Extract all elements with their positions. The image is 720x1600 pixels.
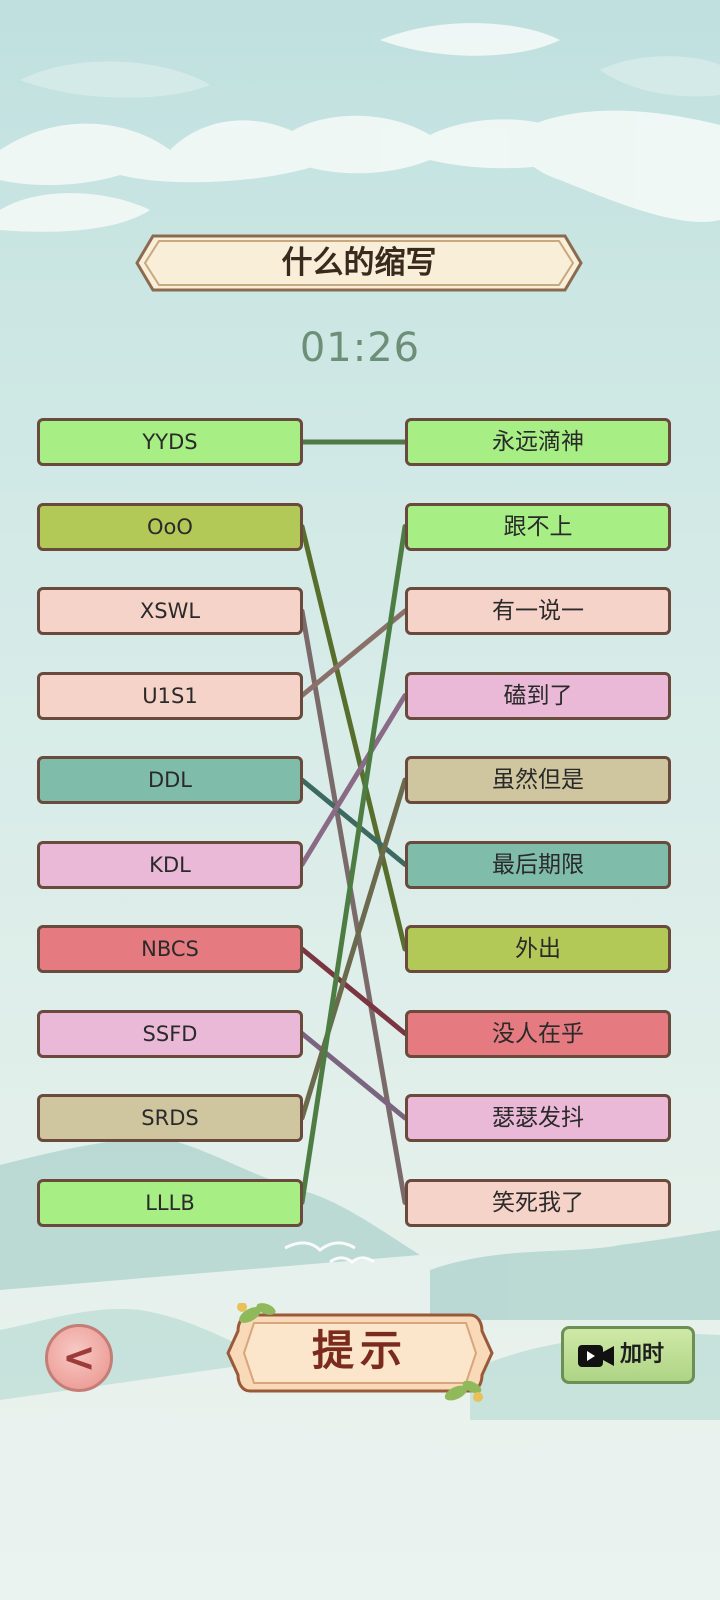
back-button[interactable]: < <box>45 1324 113 1392</box>
hint-label: 提示 <box>311 1326 408 1375</box>
abbreviation-item[interactable]: KDL <box>37 840 303 889</box>
abbreviation-item[interactable]: LLLB <box>37 1178 303 1227</box>
abbreviation-item[interactable]: SRDS <box>37 1094 303 1142</box>
abbreviation-item[interactable]: XSWL <box>37 587 303 635</box>
meaning-item[interactable]: 没人在乎 <box>405 1009 671 1058</box>
banner-frame <box>135 234 583 292</box>
meaning-item[interactable]: 跟不上 <box>405 502 671 551</box>
meaning-item[interactable]: 有一说一 <box>405 587 671 635</box>
abbreviation-item[interactable]: DDL <box>37 756 303 804</box>
abbreviation-item[interactable]: OoO <box>37 502 303 551</box>
video-camera-icon <box>578 1345 614 1367</box>
abbreviation-item[interactable]: SSFD <box>37 1009 303 1058</box>
hint-button-frame <box>226 1303 494 1402</box>
meaning-item[interactable]: 笑死我了 <box>405 1178 671 1227</box>
add-time-button[interactable]: 加时 <box>561 1326 695 1384</box>
abbreviation-item[interactable]: YYDS <box>37 418 303 466</box>
countdown-timer: 01:26 <box>299 325 421 371</box>
title-banner: 什么的缩写 <box>135 232 583 294</box>
meaning-item[interactable]: 虽然但是 <box>405 756 671 804</box>
abbreviation-item[interactable]: U1S1 <box>37 671 303 720</box>
meaning-item[interactable]: 外出 <box>405 925 671 973</box>
hint-button[interactable]: 提示 <box>220 1303 500 1403</box>
add-time-label: 加时 <box>620 1342 665 1367</box>
meaning-item[interactable]: 永远滴神 <box>405 418 671 466</box>
meaning-item[interactable]: 磕到了 <box>405 671 671 720</box>
abbreviation-item[interactable]: NBCS <box>37 925 303 973</box>
meaning-item[interactable]: 瑟瑟发抖 <box>405 1094 671 1142</box>
back-arrow-icon: < <box>62 1335 96 1381</box>
meaning-item[interactable]: 最后期限 <box>405 840 671 889</box>
page-title: 什么的缩写 <box>281 245 437 281</box>
